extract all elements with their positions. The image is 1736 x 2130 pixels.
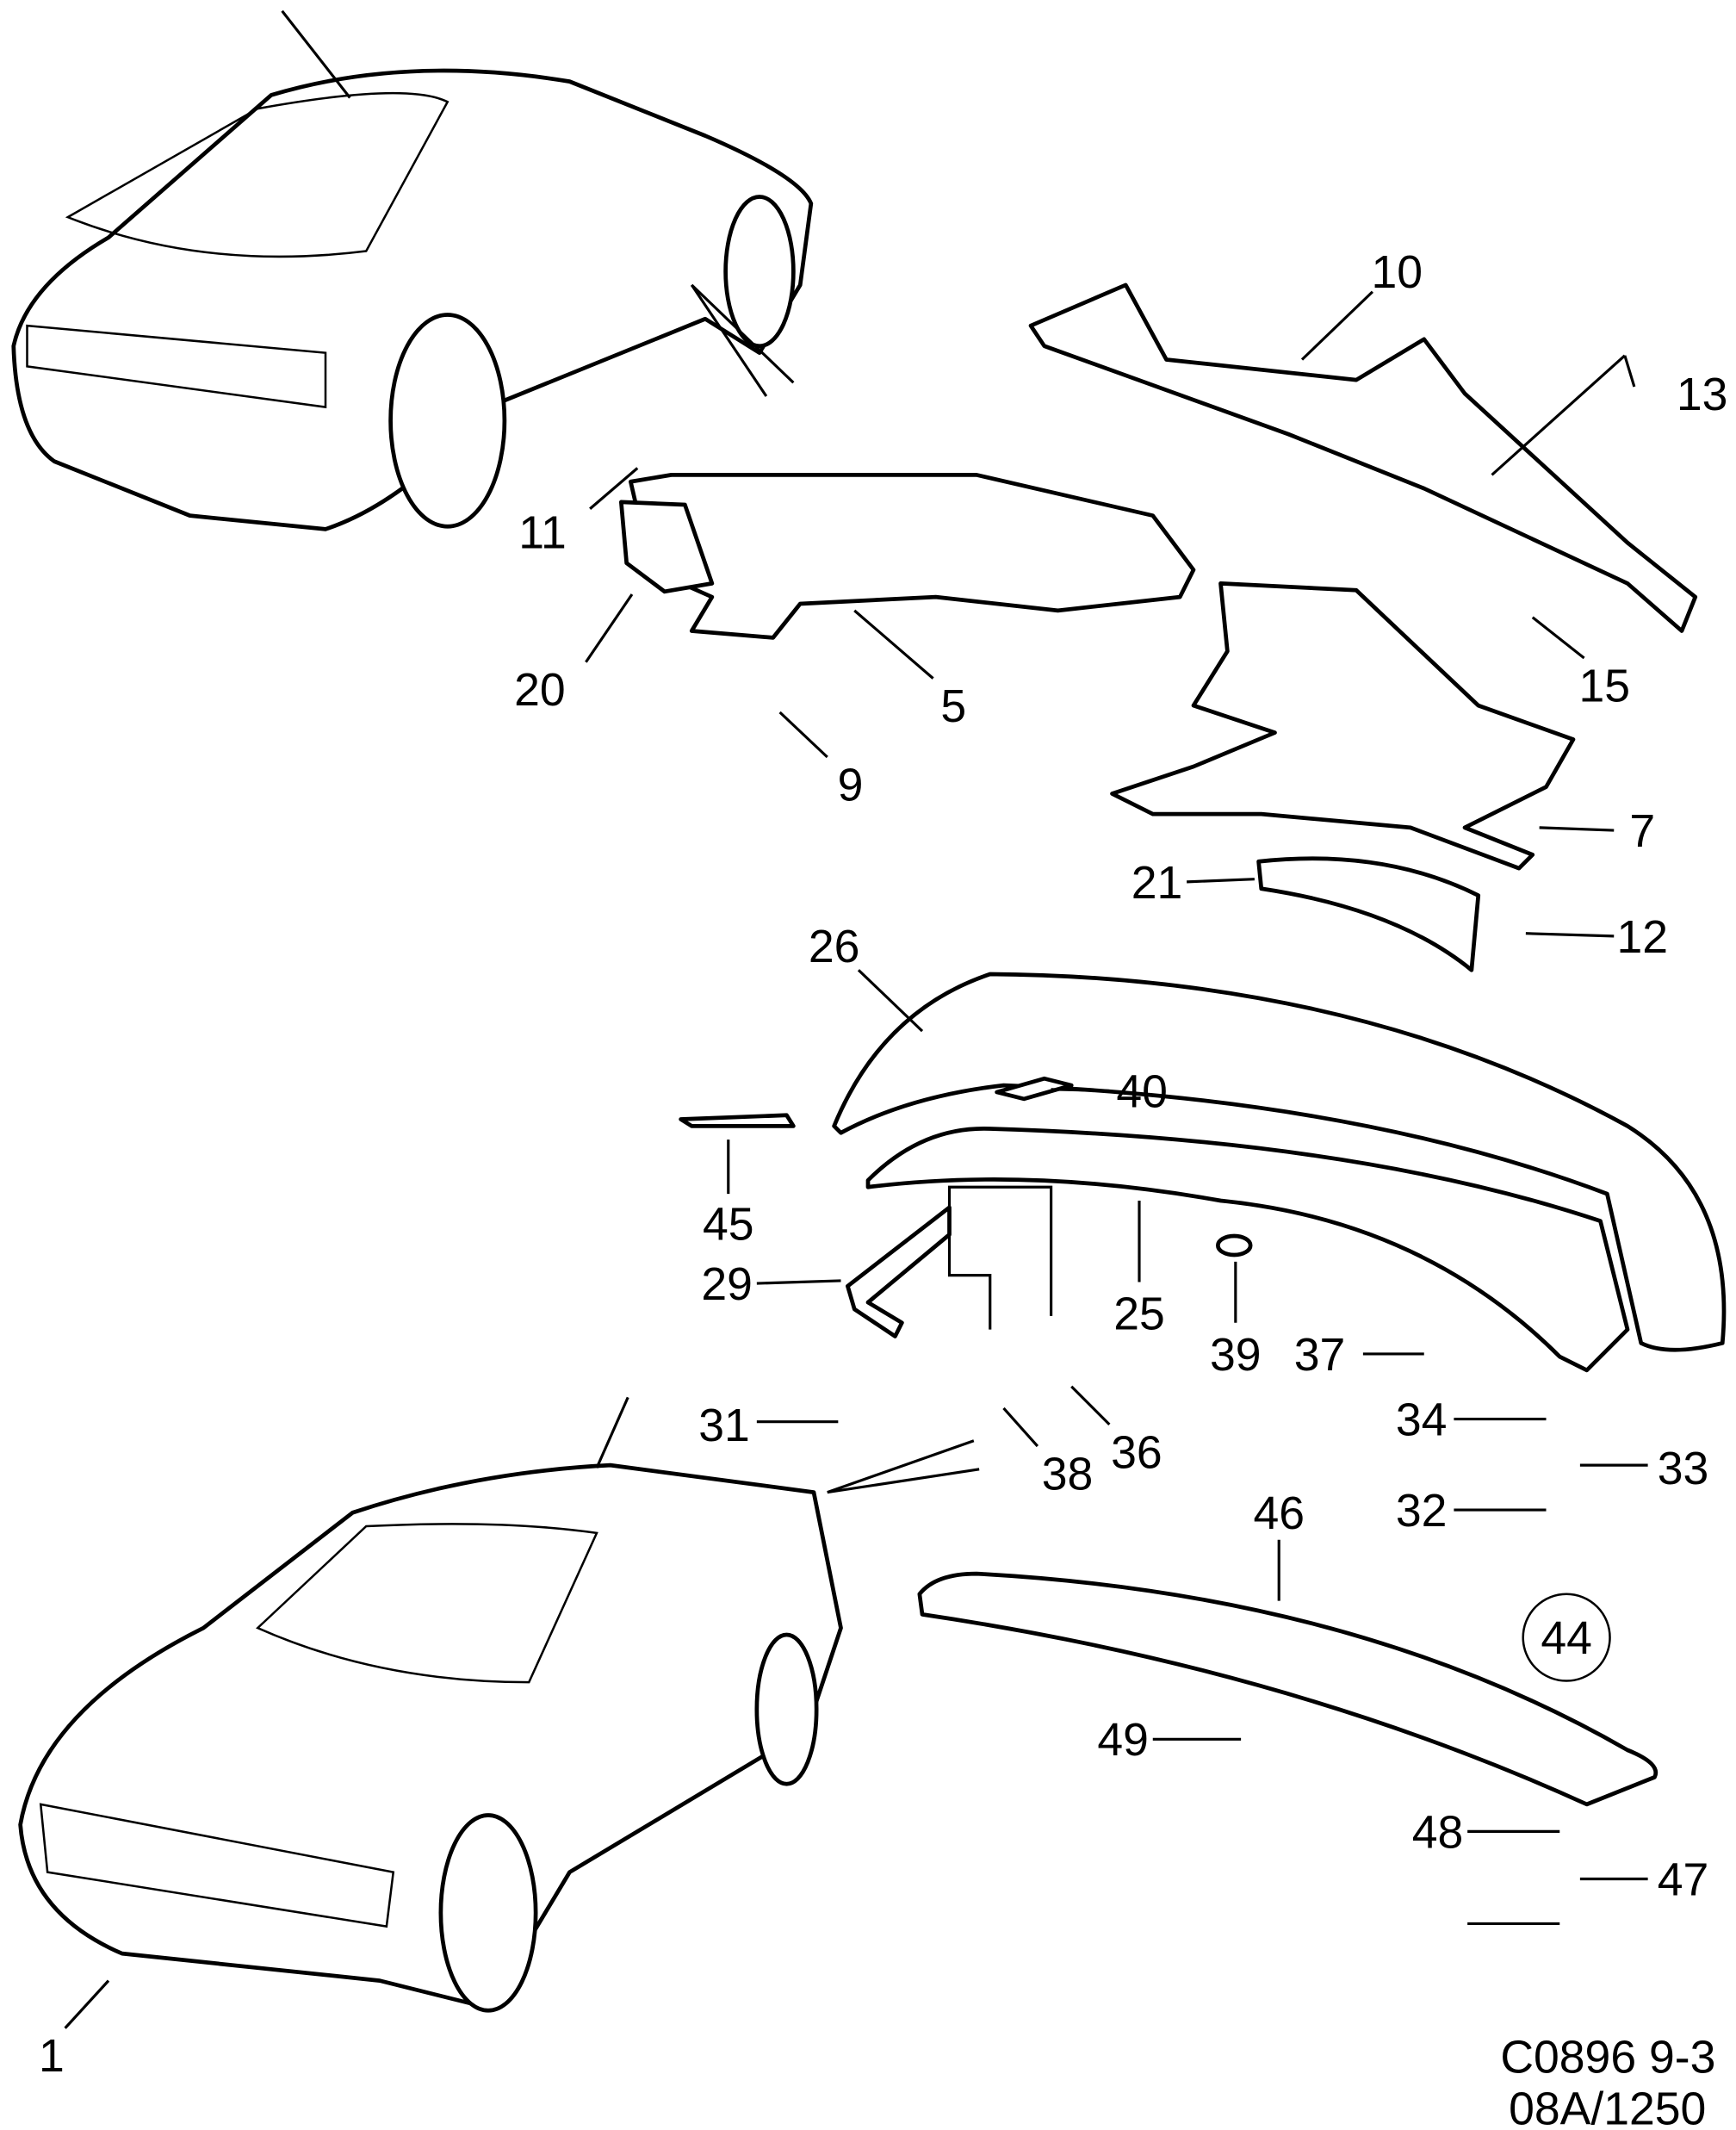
callout-15: 15 xyxy=(1578,661,1630,711)
callout-48: 47 xyxy=(1658,1854,1709,1905)
callout-45: 46 xyxy=(1253,1488,1305,1539)
part-40-pad xyxy=(679,1113,796,1128)
callout-44: 44 xyxy=(1541,1613,1592,1664)
callout-25: 25 xyxy=(1113,1289,1165,1340)
callout-5: 5 xyxy=(940,681,966,732)
callout-29: 29 xyxy=(701,1259,753,1310)
part-21-wheel-arch-strip xyxy=(1256,856,1481,972)
part-20-panel xyxy=(618,500,715,594)
part-12-rear-member xyxy=(1028,283,1698,633)
callout-12: 10 xyxy=(1371,247,1423,298)
callout-9: 9 xyxy=(838,760,864,810)
callout-21: 21 xyxy=(1132,858,1183,909)
callout-34: 34 xyxy=(1396,1394,1448,1445)
callout-40: 45 xyxy=(703,1200,754,1251)
drawing-reference: C0896 9-3 08A/1250 xyxy=(1500,2033,1715,2130)
part-39-pad xyxy=(995,1076,1074,1102)
part-29-bracket xyxy=(846,1205,952,1338)
group-44-circle xyxy=(1522,1593,1611,1682)
callout-1: 1 xyxy=(39,2031,65,2082)
callout-37b: 38 xyxy=(1042,1449,1094,1500)
part-25-spoiler-frame xyxy=(865,1127,1630,1373)
part-38-seal xyxy=(1215,1233,1253,1258)
callout-13: 13 xyxy=(1677,369,1728,420)
callout-38: 39 xyxy=(1210,1330,1262,1381)
callout-11: 12 xyxy=(1617,912,1669,963)
callout-33: 33 xyxy=(1658,1444,1709,1494)
callout-39: 40 xyxy=(1116,1066,1168,1117)
callout-labels: 10 13 11 20 5 15 9 7 21 12 26 40 45 29 2… xyxy=(39,247,1727,2082)
callout-10: 11 xyxy=(518,507,567,558)
drawing-code: C0896 9-3 xyxy=(1500,2033,1715,2083)
part-45-spoiler-blade xyxy=(917,1571,1658,1807)
callout-31: 31 xyxy=(698,1400,750,1451)
part-undertray-right xyxy=(1110,581,1576,871)
leader-lines xyxy=(64,290,1648,2029)
callout-7: 7 xyxy=(1629,806,1655,857)
callout-49: 49 xyxy=(1097,1715,1149,1766)
car-rear-view xyxy=(11,9,814,531)
car-front-view xyxy=(18,1396,980,2013)
part-5-undertray xyxy=(629,473,1196,640)
callout-36: 36 xyxy=(1111,1427,1162,1478)
callout-37a: 37 xyxy=(1294,1330,1346,1381)
callout-47: 48 xyxy=(1412,1807,1464,1858)
callout-32: 32 xyxy=(1396,1486,1448,1537)
sheet-ref: 08A/1250 xyxy=(1509,2084,1706,2130)
callout-26: 26 xyxy=(809,922,860,972)
callout-20: 20 xyxy=(514,665,566,716)
